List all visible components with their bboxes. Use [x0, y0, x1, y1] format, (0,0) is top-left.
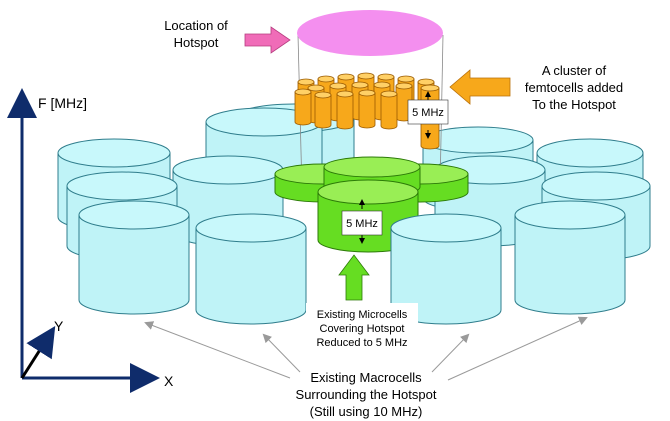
microcell-caption-box	[306, 303, 418, 351]
macrocell	[78, 200, 190, 315]
macrocell-pointer-lines	[144, 316, 588, 381]
hotspot-pointer-arrow	[244, 26, 291, 54]
macrocell-caption-line1: Existing Macrocells	[310, 370, 422, 385]
axes: F [MHz] X Y	[6, 88, 174, 393]
y-axis-label: Y	[54, 318, 64, 334]
macrocell-caption-line2: Surrounding the Hotspot	[296, 387, 437, 402]
micro-bandwidth-indicator: 5 MHz	[341, 199, 383, 244]
microcell-caption-line2: Covering Hotspot	[320, 323, 405, 335]
x-axis-label: X	[164, 373, 174, 389]
femtocell-pointer-arrow	[449, 69, 511, 105]
femtocell-cluster	[294, 72, 440, 150]
femtocell	[380, 90, 398, 130]
femto-bandwidth-indicator: 5 MHz	[407, 91, 449, 139]
femtocell-cluster-label-line2: femtocells added	[525, 80, 623, 95]
hotspot-ellipse	[297, 10, 443, 56]
microcell-pointer-arrow	[338, 254, 370, 301]
microcell-caption-line1: Existing Microcells	[317, 309, 408, 321]
y-axis	[20, 325, 56, 379]
macrocell	[514, 200, 626, 315]
femtocell	[336, 90, 354, 130]
macrocell	[195, 213, 307, 325]
macrocell	[390, 213, 502, 325]
frequency-axis-label: F [MHz]	[38, 95, 87, 111]
hotspot-label-line2: Hotspot	[174, 35, 219, 50]
femtocell	[314, 91, 332, 129]
femtocell	[358, 89, 376, 129]
femtocell	[294, 88, 312, 126]
micro-bandwidth-label: 5 MHz	[346, 218, 378, 230]
femto-bandwidth-label: 5 MHz	[412, 107, 444, 119]
macrocell-front-group	[78, 200, 626, 325]
femtocell-cluster-label-line1: A cluster of	[542, 63, 607, 78]
macrocell-caption-line3: (Still using 10 MHz)	[310, 404, 423, 419]
femtocell-cluster-label-line3: To the Hotspot	[532, 97, 616, 112]
microcell-caption-line3: Reduced to 5 MHz	[316, 337, 407, 349]
hotspot-label-line1: Location of	[164, 18, 228, 33]
